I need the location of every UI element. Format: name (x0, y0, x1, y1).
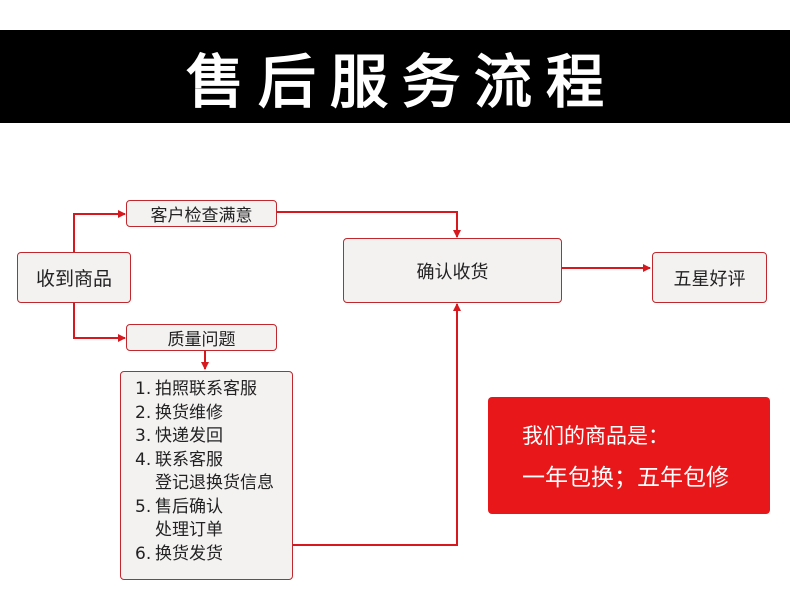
step-number: 4. (135, 449, 152, 470)
node-received: 收到商品 (17, 252, 131, 303)
node-five-star: 五星好评 (652, 252, 767, 303)
promo-guarantee: 一年包换；五年包修 (522, 465, 729, 491)
node-satisfied-label: 客户检查满意 (150, 206, 253, 226)
step-text: 快递发回 (155, 426, 223, 446)
step-number: 2. (135, 402, 152, 423)
step-text: 售后确认 处理订单 (155, 496, 223, 541)
page-title: 售后服务流程 (185, 47, 618, 116)
step-text: 拍照联系客服 (155, 379, 257, 399)
node-confirm-label: 确认收货 (416, 261, 489, 283)
step-item: 1. 拍照联系客服 (135, 378, 292, 402)
node-satisfied: 客户检查满意 (126, 200, 277, 227)
node-quality-label: 质量问题 (167, 330, 236, 350)
node-confirm: 确认收货 (343, 238, 562, 303)
title-banner: 售后服务流程 (0, 30, 790, 123)
arrow-steps-to-confirm (293, 303, 461, 546)
step-item: 4. 联系客服 登记退换货信息 (135, 449, 292, 496)
steps-box: 1. 拍照联系客服 2. 换货维修 3. 快递发回 4. 联系客服 登记退换货信… (120, 371, 293, 580)
step-text: 换货维修 (155, 402, 223, 423)
step-item: 5. 售后确认 处理订单 (135, 496, 292, 543)
promo-heading: 我们的商品是： (522, 424, 669, 448)
node-received-label: 收到商品 (35, 268, 112, 290)
promo-box: 我们的商品是： 一年包换；五年包修 (488, 397, 770, 514)
step-number: 5. (135, 496, 152, 517)
step-item: 6. 换货发货 (135, 543, 292, 567)
step-number: 3. (135, 426, 152, 446)
arrow-received-to-satisfied (73, 210, 126, 252)
step-text: 换货发货 (155, 543, 223, 564)
step-item: 3. 快递发回 (135, 425, 292, 449)
node-five-star-label: 五星好评 (673, 268, 746, 290)
step-text: 联系客服 登记退换货信息 (155, 449, 274, 494)
step-number: 6. (135, 543, 152, 564)
arrow-received-to-quality (73, 303, 126, 342)
node-quality: 质量问题 (126, 324, 277, 351)
step-number: 1. (135, 379, 152, 399)
arrow-satisfied-to-confirm (277, 211, 461, 238)
step-item: 2. 换货维修 (135, 402, 292, 426)
